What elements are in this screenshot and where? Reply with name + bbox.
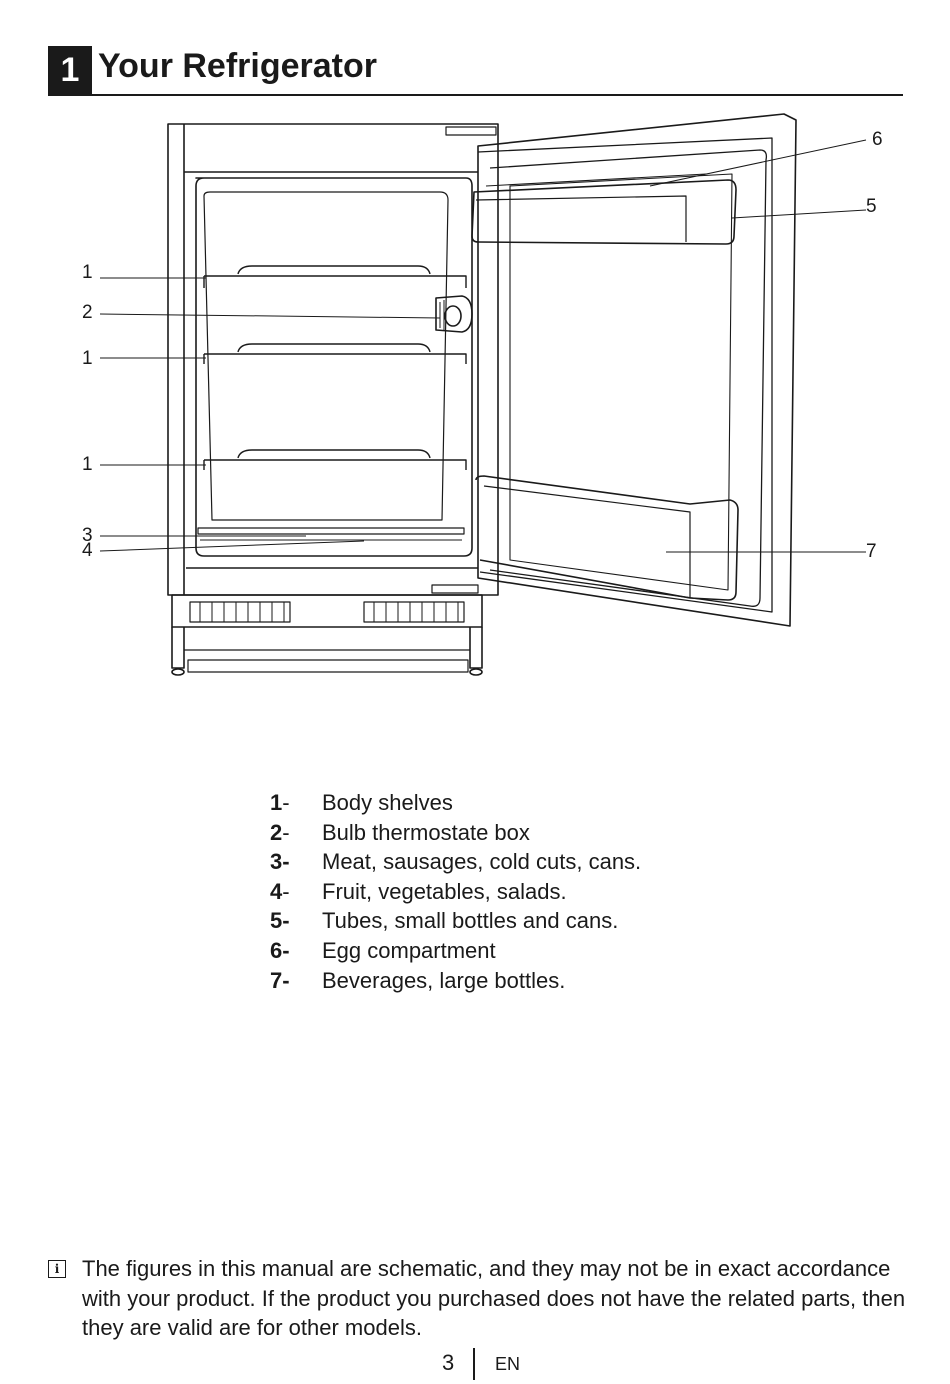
open-door [471, 113, 797, 627]
info-icon: i [48, 1260, 66, 1278]
cabinet [167, 123, 499, 676]
leader-lines [99, 139, 867, 553]
legend-text: Tubes, small bottles and cans. [322, 908, 619, 934]
schematic-note: i The figures in this manual are schemat… [48, 1254, 908, 1343]
callout-7: 7 [866, 541, 877, 562]
body-shelves [203, 265, 467, 470]
legend-item: 3- Meat, sausages, cold cuts, cans. [270, 847, 641, 877]
legend-item: 2- Bulb thermostate box [270, 818, 641, 848]
legend-number: 7- [270, 967, 290, 993]
legend-number: 4 [270, 878, 283, 904]
thermostat-box [435, 295, 473, 333]
callout-2: 2 [82, 302, 93, 323]
callout-1-top: 1 [82, 262, 93, 283]
legend-text: Fruit, vegetables, salads. [322, 878, 567, 904]
legend-separator: - [282, 819, 290, 845]
callout-1-middle: 1 [82, 348, 93, 369]
callout-3: 3 [82, 525, 93, 546]
legend-number: 3- [270, 849, 290, 875]
refrigerator-diagram: 1 2 1 1 3 4 5 6 7 [82, 113, 883, 676]
callout-1-bottom: 1 [82, 454, 93, 475]
legend-text: Body shelves [322, 790, 453, 815]
language-code: EN [495, 1354, 521, 1374]
callout-6: 6 [872, 129, 883, 150]
legend-separator: - [282, 878, 290, 904]
chapter-header: 1 Your Refrigerator [48, 46, 903, 96]
legend-text: Bulb thermostate box [322, 819, 530, 845]
legend-number: 6- [270, 937, 290, 963]
callout-5: 5 [866, 196, 877, 217]
legend-number: 2 [270, 819, 283, 845]
legend-text: Beverages, large bottles. [322, 967, 566, 993]
note-text: The figures in this manual are schematic… [82, 1256, 906, 1340]
legend-text: Egg compartment [322, 937, 496, 963]
legend-item: 5- Tubes, small bottles and cans. [270, 906, 641, 936]
page-footer: 3 EN [0, 1348, 950, 1384]
chapter-title: Your Refrigerator [98, 47, 377, 85]
callout-4: 4 [82, 540, 93, 561]
parts-legend: 1-Body shelves 2-Bulb thermostate box 3-… [270, 788, 641, 995]
legend-item: 1- Body shelves [270, 788, 641, 818]
legend-item: 6- Egg compartment [270, 936, 641, 966]
chapter-number: 1 [48, 46, 92, 94]
legend-number: 5- [270, 908, 290, 934]
legend-item: 7- Beverages, large bottles. [270, 966, 641, 996]
page-number: 3 [442, 1350, 455, 1375]
footer-divider [473, 1348, 475, 1380]
legend-separator: - [282, 790, 290, 815]
legend-number: 1 [270, 790, 283, 815]
legend-text: Meat, sausages, cold cuts, cans. [322, 849, 642, 875]
legend-item: 4- Fruit, vegetables, salads. [270, 877, 641, 907]
